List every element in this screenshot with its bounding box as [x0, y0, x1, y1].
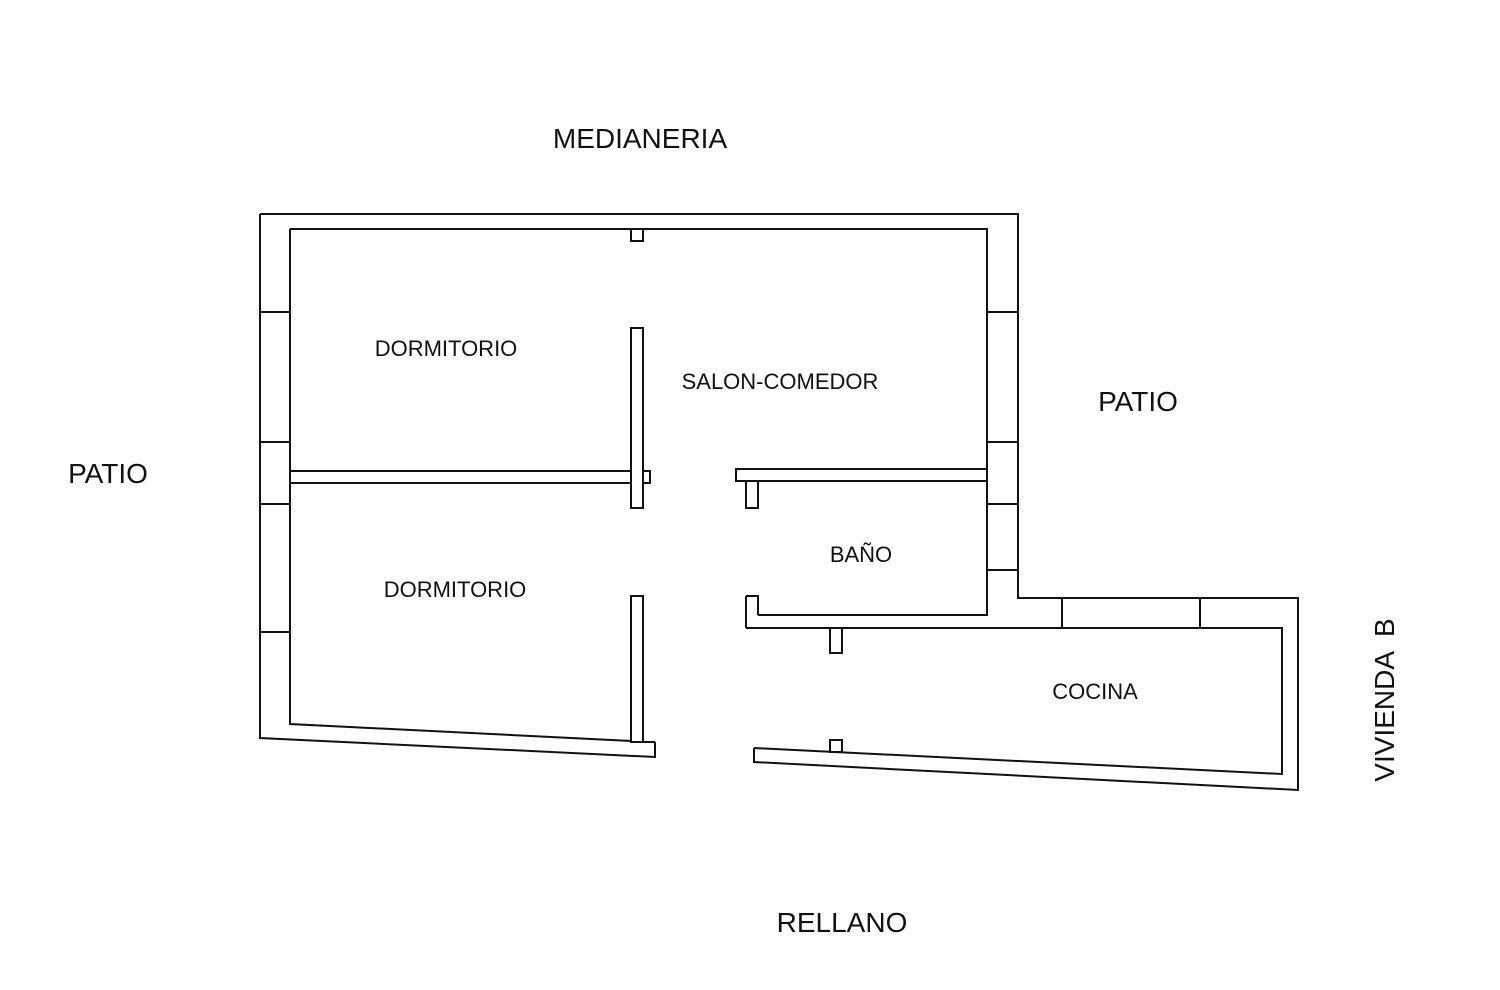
kitchen-post-bottom	[829, 739, 843, 753]
room-label-bedroom-bottom: DORMITORIO	[384, 577, 527, 602]
room-label-cocina: COCINA	[1052, 679, 1138, 704]
top-wall-post	[630, 228, 644, 242]
label-rellano: RELLANO	[777, 907, 908, 938]
kitchen-post-top	[829, 627, 843, 654]
room-label-salon-comedor: SALON-COMEDOR	[682, 369, 879, 394]
label-patio-right: PATIO	[1098, 386, 1178, 417]
room-label-bano: BAÑO	[830, 542, 892, 567]
label-patio-left: PATIO	[68, 458, 148, 489]
bedroom-divider-wall	[289, 470, 651, 484]
label-vivienda-b: VIVIENDA B	[1369, 618, 1400, 781]
outer-wall-outline	[260, 213, 1299, 792]
bathroom-door-jamb	[746, 595, 759, 615]
partition-lower	[630, 595, 644, 743]
kitchen-inner-wall	[746, 627, 1283, 776]
bathroom-top-wall	[735, 468, 988, 482]
inner-wall-left	[289, 229, 632, 742]
partition-upper	[630, 327, 644, 509]
bathroom-top-jamb	[745, 480, 759, 509]
outer-wall-outline-left	[259, 214, 656, 759]
label-medianeria: MEDIANERIA	[553, 123, 728, 154]
room-label-bedroom-top: DORMITORIO	[375, 336, 518, 361]
